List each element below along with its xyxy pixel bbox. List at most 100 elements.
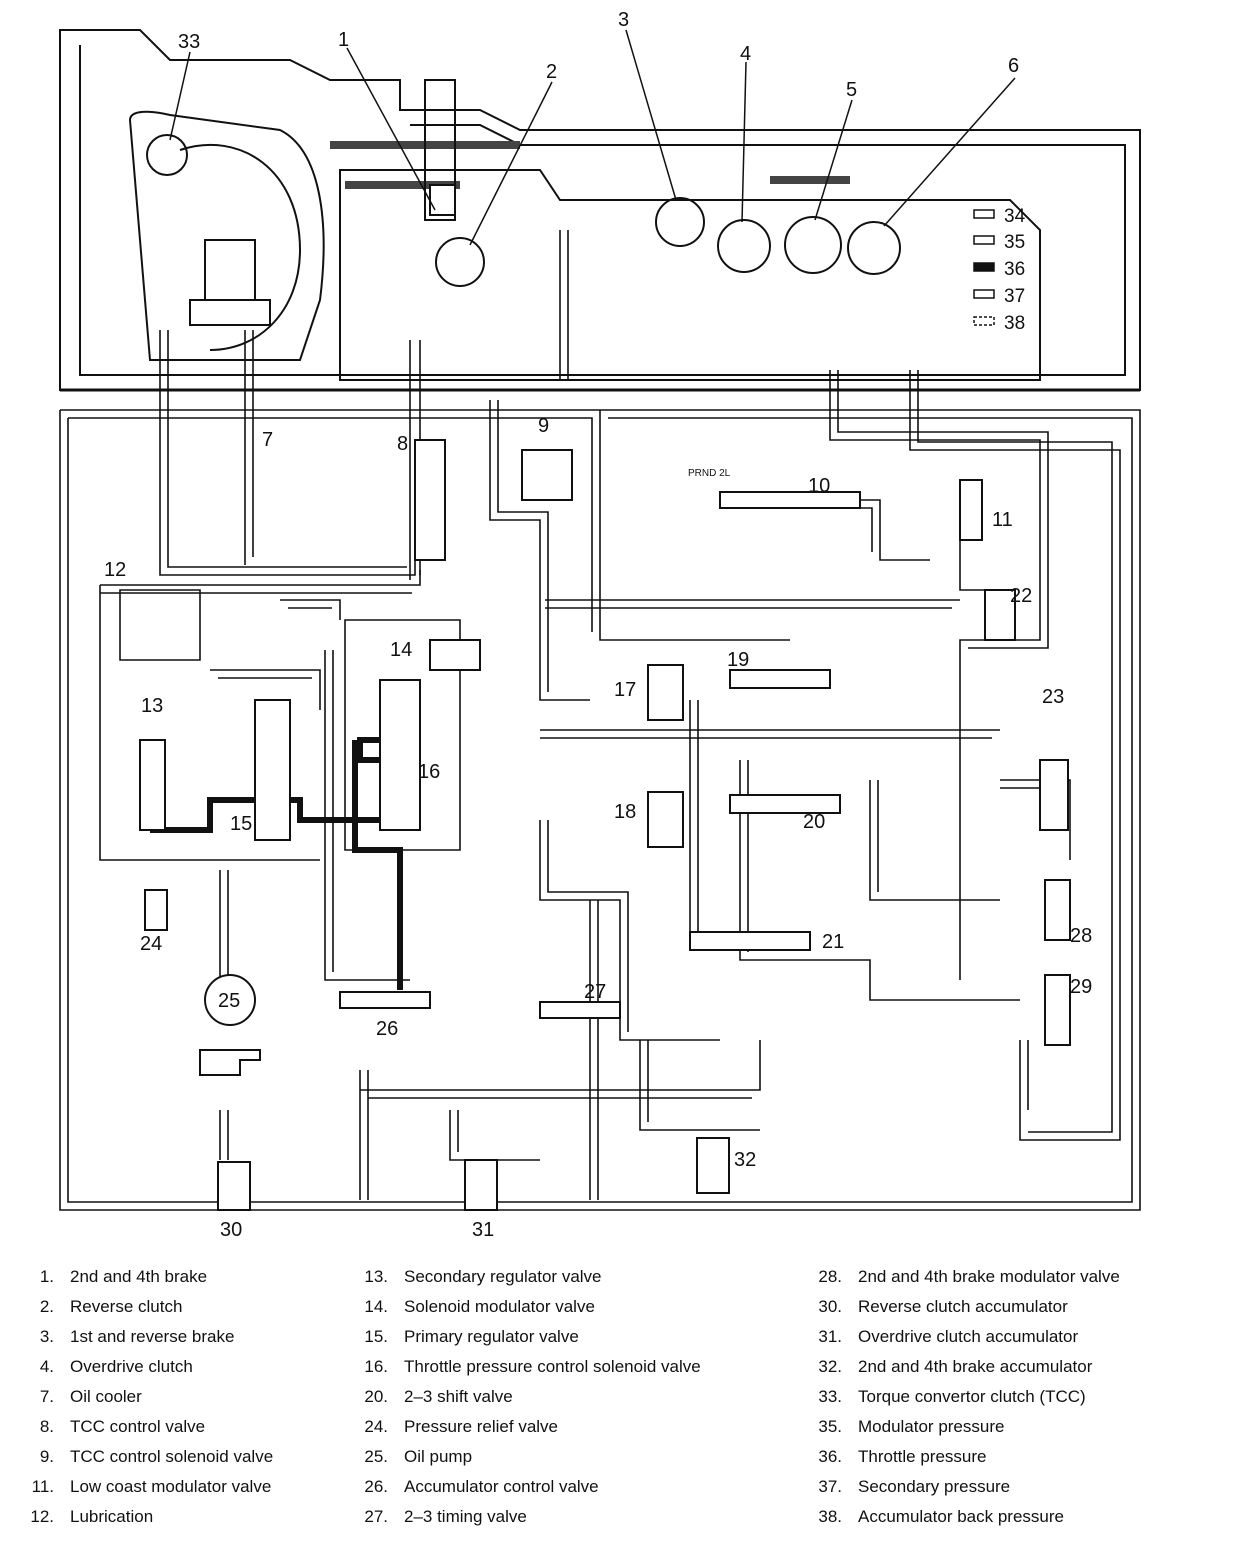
callout-5: 5: [846, 79, 857, 101]
callout-23: 23: [1042, 686, 1064, 708]
callout-13: 13: [141, 695, 163, 717]
legend-item: 38.Accumulator back pressure: [818, 1507, 1064, 1526]
valve-19: [729, 669, 831, 689]
legend-item: 16.Throttle pressure control solenoid va…: [364, 1357, 701, 1376]
callout-22: 22: [1010, 585, 1032, 607]
callout-16: 16: [418, 761, 440, 783]
legend-item: 14.Solenoid modulator valve: [364, 1297, 595, 1316]
valve-29: [1044, 974, 1071, 1046]
legend-column-1: 1.2nd and 4th brake 2.Reverse clutch 3.1…: [18, 1262, 273, 1532]
legend-item: 8.TCC control valve: [39, 1417, 206, 1436]
passage-lube: [159, 330, 416, 576]
callout-25: 25: [218, 990, 240, 1012]
callout-31: 31: [472, 1219, 494, 1241]
pressure-key-34: 34: [1004, 206, 1026, 227]
tcc-control-solenoid-valve: [521, 449, 573, 501]
throttle-pressure-line: [150, 737, 403, 990]
callout-2: 2: [546, 61, 557, 83]
solenoid-modulator-valve: [429, 639, 481, 671]
reverse-clutch-accumulator: [217, 1161, 251, 1211]
callout-30: 30: [220, 1219, 242, 1241]
pressure-key-36: 36: [1004, 259, 1025, 280]
legend-item: 12.Lubrication: [30, 1507, 154, 1526]
callout-24: 24: [140, 933, 162, 955]
second-fourth-brake-pack: [784, 216, 842, 274]
legend-item: 11.Low coast modulator valve: [31, 1477, 272, 1496]
legend-item: 20.2–3 shift valve: [364, 1387, 513, 1406]
spring-22: [984, 589, 1016, 641]
secondary-regulator-valve: [139, 739, 166, 831]
shift-valve-20: [729, 794, 841, 814]
legend-item: 33.Torque convertor clutch (TCC): [818, 1387, 1086, 1406]
callout-labels: 33 1 2 3 4 5 6 7 8 9 10 11 12 13 14 15 1…: [104, 9, 1092, 1241]
callout-33: 33: [178, 31, 200, 53]
modulator-valve-28: [1044, 879, 1071, 941]
legend-item: 2.Reverse clutch: [39, 1297, 183, 1316]
legend-item: 1.2nd and 4th brake: [39, 1267, 208, 1286]
callout-14: 14: [390, 639, 412, 661]
callout-17: 17: [614, 679, 636, 701]
callout-11: 11: [992, 509, 1013, 531]
passage-outer-loop: [59, 409, 1141, 1211]
legend-item: 7.Oil cooler: [39, 1387, 142, 1406]
callout-27: 27: [584, 981, 606, 1003]
callout-19: 19: [727, 649, 749, 671]
callout-12: 12: [104, 559, 126, 581]
legend-item: 31.Overdrive clutch accumulator: [818, 1327, 1079, 1346]
callout-29: 29: [1070, 976, 1092, 998]
legend-item: 28.2nd and 4th brake modulator valve: [818, 1267, 1120, 1286]
callout-8: 8: [397, 433, 408, 455]
callout-7: 7: [262, 429, 273, 451]
legend-item: 32.2nd and 4th brake accumulator: [818, 1357, 1093, 1376]
legend-item: 36.Throttle pressure: [818, 1447, 987, 1466]
first-reverse-brake-pack: [655, 197, 705, 247]
legend-item: 27.2–3 timing valve: [364, 1507, 527, 1526]
legend-item: 30.Reverse clutch accumulator: [818, 1297, 1068, 1316]
tcc-circle: [146, 134, 188, 176]
pressure-relief-valve: [144, 889, 168, 931]
legend-item: 9.TCC control solenoid valve: [39, 1447, 274, 1466]
gear-train-housing: [339, 169, 1041, 381]
reverse-clutch-pack: [435, 237, 485, 287]
valve-23: [1039, 759, 1069, 831]
callout-18: 18: [614, 801, 636, 823]
callout-6: 6: [1008, 55, 1019, 77]
overdrive-clutch-pack: [717, 219, 771, 273]
key-swatch-38: [973, 316, 995, 326]
callout-4: 4: [740, 43, 751, 65]
key-swatch-34: [973, 209, 995, 219]
callout-1: 1: [338, 29, 349, 51]
hydraulic-circuit-diagram: 33 1 2 3 4 5 6 7 8 9 10 11 12 13 14 15 1…: [59, 9, 1141, 1241]
legend-item: 35.Modulator pressure: [818, 1417, 1005, 1436]
legend-item: 26.Accumulator control valve: [364, 1477, 599, 1496]
tcc-control-valve: [414, 439, 446, 561]
callout-32: 32: [734, 1149, 756, 1171]
callout-26: 26: [376, 1018, 398, 1040]
case-inner-outline: [79, 45, 1126, 376]
legend-item: 3.1st and reverse brake: [39, 1327, 235, 1346]
callout-10: 10: [808, 475, 830, 497]
legend-column-2: 13.Secondary regulator valve 14.Solenoid…: [352, 1262, 701, 1532]
primary-regulator-valve: [254, 699, 291, 841]
legend-item: 4.Overdrive clutch: [39, 1357, 193, 1376]
legend-item: 25.Oil pump: [364, 1447, 473, 1466]
valve-21: [689, 931, 811, 951]
oil-pump: [204, 974, 256, 1026]
legend-item: 37.Secondary pressure: [818, 1477, 1011, 1496]
key-swatch-37: [973, 289, 995, 299]
legend-column-3: 28.2nd and 4th brake modulator valve 30.…: [806, 1262, 1120, 1532]
callout-20: 20: [803, 811, 825, 833]
key-swatch-35: [973, 235, 995, 245]
key-swatch-36: [973, 262, 995, 272]
overdrive-clutch-accumulator: [464, 1159, 498, 1211]
callout-21: 21: [822, 931, 844, 953]
component-17: [647, 664, 684, 721]
callout-28: 28: [1070, 925, 1092, 947]
torque-converter: [128, 110, 325, 361]
pressure-key-35: 35: [1004, 232, 1025, 253]
legend-item: 15.Primary regulator valve: [364, 1327, 579, 1346]
selector-label: PRND 2L: [688, 468, 731, 479]
callout-3: 3: [618, 9, 629, 31]
second-fourth-accumulator: [696, 1137, 730, 1194]
component-18: [647, 791, 684, 848]
